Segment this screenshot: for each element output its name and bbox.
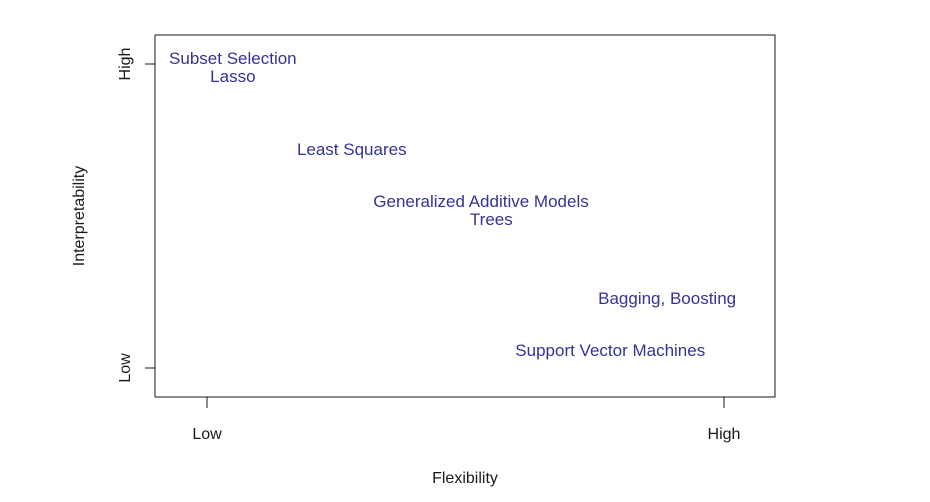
method-label: Support Vector Machines: [515, 341, 705, 360]
method-label: Least Squares: [297, 140, 407, 159]
x-tick-label: Low: [192, 426, 222, 443]
plot-frame: [154, 34, 776, 398]
x-axis-label: Flexibility: [432, 470, 498, 487]
method-label: Lasso: [210, 67, 255, 86]
method-label: Bagging, Boosting: [598, 289, 736, 308]
method-label: Trees: [470, 210, 513, 229]
y-tick-label: High: [117, 48, 134, 81]
method-label: Subset Selection: [169, 49, 297, 68]
method-label: Generalized Additive Models: [373, 192, 588, 211]
x-tick-label: High: [708, 426, 741, 443]
y-tick-label: Low: [117, 353, 134, 383]
x-axis: Low High: [192, 397, 740, 443]
y-axis: Low High: [117, 48, 155, 383]
y-axis-label: Interpretability: [71, 166, 88, 267]
